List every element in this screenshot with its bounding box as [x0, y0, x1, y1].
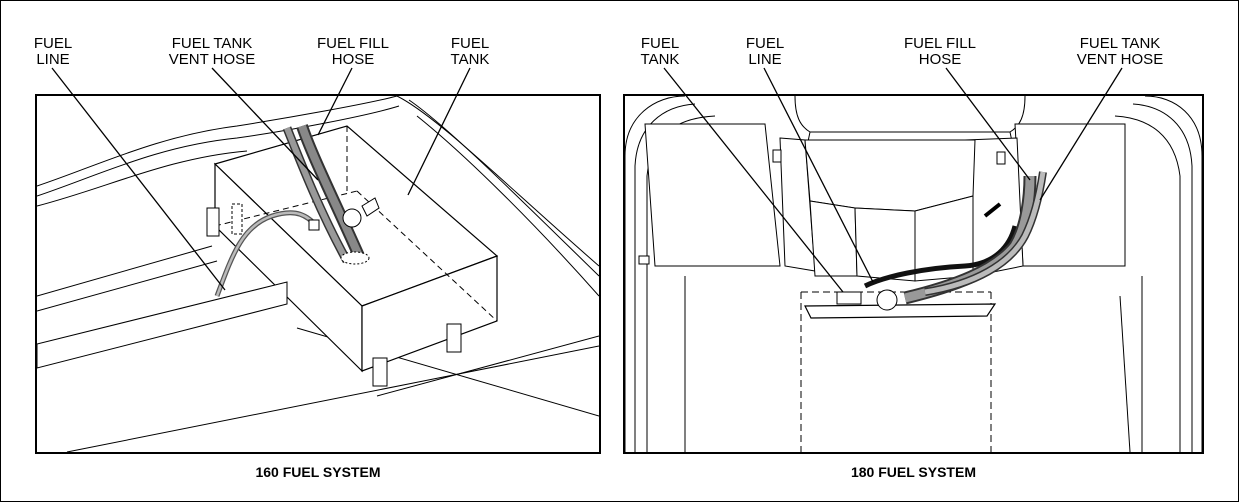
- illustration-180-fuel-system: [623, 94, 1204, 454]
- caption-180-fuel-system: 180 FUEL SYSTEM: [850, 464, 976, 480]
- caption-160-fuel-system: 160 FUEL SYSTEM: [255, 464, 381, 480]
- illustration-160-fuel-system: [35, 94, 601, 454]
- boat-180-drawing: [625, 96, 1202, 452]
- boat-160-drawing: [37, 96, 599, 452]
